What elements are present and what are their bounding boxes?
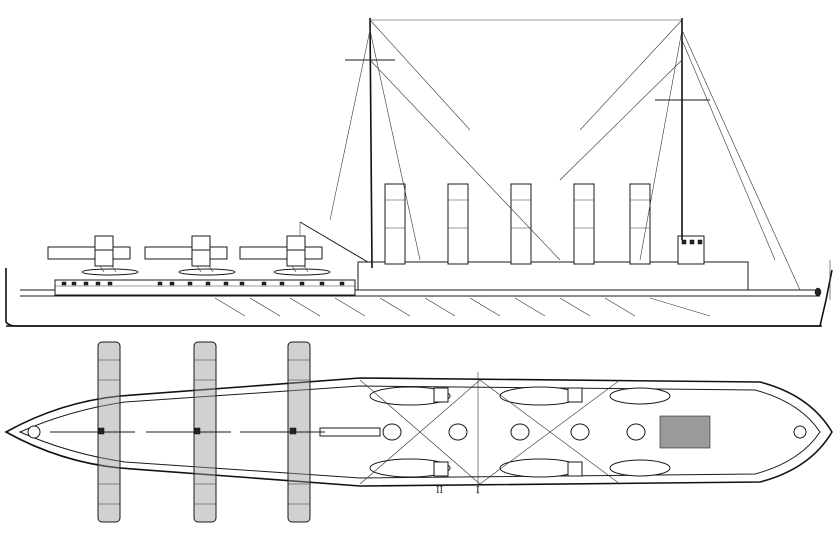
funnels-plan xyxy=(382,423,646,441)
hawse-pipe xyxy=(814,287,822,297)
seaplane-plan-1 xyxy=(50,341,135,523)
seaplane-side-2 xyxy=(144,235,236,276)
bridge-plan xyxy=(659,415,711,449)
aft-mast xyxy=(369,17,373,269)
rigging xyxy=(329,19,831,300)
seaplane-plan-2 xyxy=(146,341,231,523)
side-profile xyxy=(5,17,833,327)
seaplane-plan-3 xyxy=(240,341,325,523)
seaplane-side-1 xyxy=(47,235,139,276)
capstan-fore xyxy=(793,425,807,439)
section-label-i: I xyxy=(476,486,480,496)
deck-windows xyxy=(61,281,345,286)
crane-boom xyxy=(299,221,379,269)
section-label-ii: II xyxy=(436,486,444,496)
boat-booms xyxy=(214,297,711,317)
funnels-side xyxy=(384,183,651,265)
plan-view xyxy=(4,341,833,523)
seaplane-side-3 xyxy=(239,235,331,276)
capstan-aft xyxy=(27,425,41,439)
boats-plan xyxy=(369,386,671,478)
superstructure xyxy=(357,261,749,291)
plan-hull-outline xyxy=(4,377,833,487)
